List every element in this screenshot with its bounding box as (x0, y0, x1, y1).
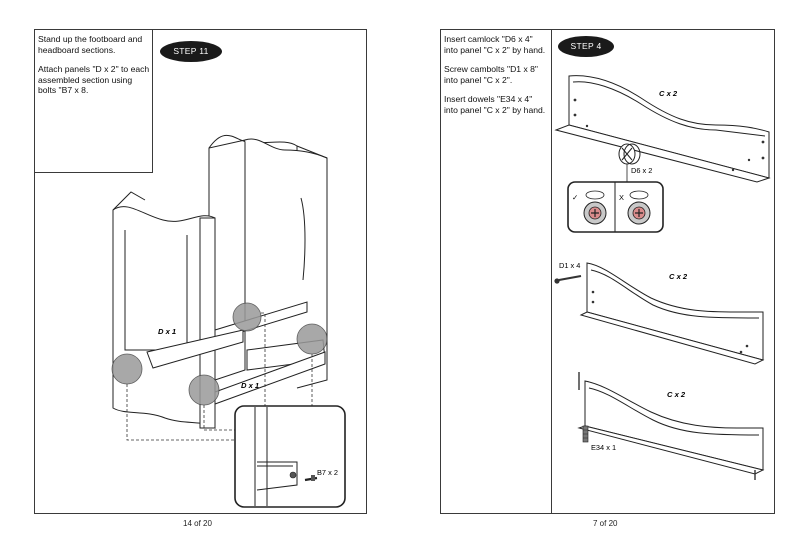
correct-mark: ✓ (572, 193, 578, 202)
orientation-check-box: ✓ X (567, 181, 664, 233)
panel-label-front: D x 1 (158, 327, 176, 336)
highlight-joint-1 (111, 353, 143, 385)
panel-c-middle (579, 262, 765, 365)
highlight-joint-3 (232, 302, 262, 332)
left-text-divider-h (35, 172, 153, 173)
bolt-label: B7 x 2 (317, 468, 338, 477)
right-instruction-2: Screw cambolts "D1 x 8" into panel "C x … (444, 64, 538, 85)
step-badge-right: STEP 4 (558, 36, 614, 57)
step-badge: STEP 11 (160, 41, 222, 62)
bolt-detail-inset: B7 x 2 (234, 405, 346, 508)
right-instruction-1: Insert camlock "D6 x 4" into panel "C x … (444, 34, 546, 55)
highlight-joint-4 (296, 323, 328, 355)
page-number-left: 14 of 20 (183, 519, 212, 528)
camlock-label: D6 x 2 (631, 166, 652, 175)
page-number-right: 7 of 20 (593, 519, 618, 528)
panel-label-middle: C x 2 (669, 272, 688, 281)
right-text-divider-v (551, 30, 552, 513)
wrong-mark: X (619, 193, 624, 202)
left-instruction-2: Attach panels "D x 2" to each assembled … (38, 64, 150, 96)
right-manual-page: Insert camlock "D6 x 4" into panel "C x … (440, 29, 775, 514)
dowel-label: E34 x 1 (591, 443, 616, 452)
highlight-joint-2 (188, 374, 220, 406)
right-instructions: Insert camlock "D6 x 4" into panel "C x … (444, 34, 546, 125)
panel-label-bottom: D x 1 (241, 381, 259, 390)
left-text-divider-v (152, 30, 153, 172)
cambolt-part (554, 275, 582, 284)
panel-c-top (554, 75, 771, 183)
left-instructions: Stand up the footboard and headboard sec… (38, 34, 150, 105)
dowel-part (582, 425, 589, 443)
camlock-part (618, 143, 641, 165)
right-instruction-3: Insert dowels "E34 x 4" into panel "C x … (444, 94, 546, 115)
cambolt-label: D1 x 4 (559, 261, 580, 270)
panel-hardware-illustration: C x 2 D6 x 2 ✓ X (554, 75, 771, 480)
panel-label-top: C x 2 (659, 89, 678, 98)
bed-assembly-illustration: D x 1 D x 1 B7 x 2 (111, 134, 346, 508)
panel-label-bottom: C x 2 (667, 390, 686, 399)
left-manual-page: Stand up the footboard and headboard sec… (34, 29, 367, 514)
left-instruction-1: Stand up the footboard and headboard sec… (38, 34, 143, 55)
